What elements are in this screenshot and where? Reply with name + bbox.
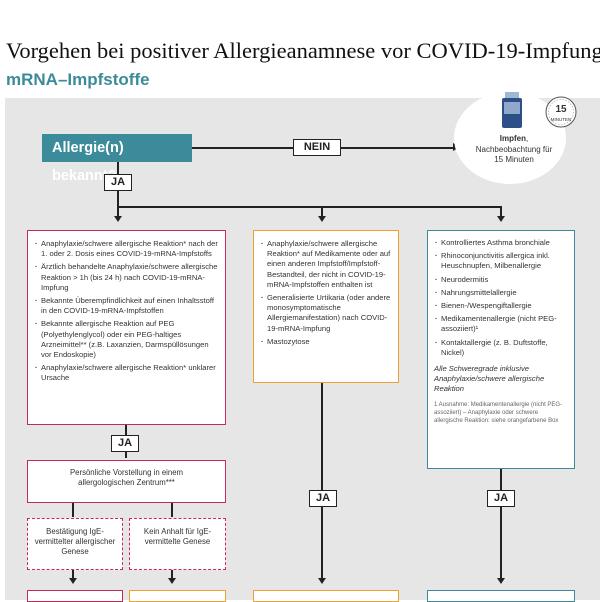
referral-split-right bbox=[171, 503, 173, 517]
question-box: Allergie(n) bekannt? bbox=[42, 134, 192, 184]
vaccination-bold: Impfen bbox=[499, 134, 526, 143]
no-evidence-box: Kein Anhalt für IgE-vermittelte Genese bbox=[129, 518, 226, 570]
referral-split-left bbox=[72, 503, 74, 517]
red-criterion: Anaphylaxie/schwere allergische Reaktion… bbox=[35, 239, 219, 259]
branch-middle bbox=[321, 206, 323, 216]
orange-criteria-list: Anaphylaxie/schwere allergische Reaktion… bbox=[260, 239, 392, 347]
no-evidence-down-arrow bbox=[168, 578, 176, 584]
orange-connector-1 bbox=[321, 383, 323, 490]
ja-label-top: JA bbox=[104, 174, 132, 191]
confirm-down-arrow bbox=[69, 578, 77, 584]
bottom-red-box bbox=[27, 590, 123, 602]
orange-criteria-box: Anaphylaxie/schwere allergische Reaktion… bbox=[253, 230, 399, 383]
no-evidence-text: Kein Anhalt für IgE-vermittelte Genese bbox=[143, 527, 212, 547]
confirm-text: Bestätigung IgE-vermittelter allergische… bbox=[34, 527, 116, 557]
red-criterion: Anaphylaxie/schwere allergische Reaktion… bbox=[35, 363, 219, 383]
branch-horizontal bbox=[117, 206, 501, 208]
teal-criterion: Kontaktallergie (z. B. Duftstoffe, Nicke… bbox=[435, 338, 568, 358]
teal-connector-1 bbox=[500, 469, 502, 490]
vaccine-vial-icon bbox=[502, 92, 522, 128]
teal-down-arrow bbox=[497, 578, 505, 584]
teal-connector-2 bbox=[500, 507, 502, 578]
teal-criteria-list: Kontrolliertes Asthma bronchiale Rhinoco… bbox=[434, 238, 568, 358]
vaccination-text: Impfen, Nachbeobachtung für 15 Minuten bbox=[474, 134, 554, 166]
arrow-to-teal-box bbox=[497, 216, 505, 222]
bottom-orange-box-2 bbox=[253, 590, 399, 602]
confirm-down-line bbox=[72, 570, 74, 578]
arrow-to-red-box bbox=[114, 216, 122, 222]
red-criterion: Ärztlich behandelte Anaphylaxie/schwere … bbox=[35, 262, 219, 293]
page-subtitle: mRNA–Impfstoffe bbox=[6, 70, 150, 89]
timer-icon bbox=[545, 96, 577, 128]
orange-criterion: Generalisierte Urtikaria (oder andere mo… bbox=[261, 293, 392, 334]
teal-criterion: Rhinoconjunctivitis allergica inkl. Heus… bbox=[435, 251, 568, 271]
red-criterion: Bekannte Überempfindlichkeit auf einen I… bbox=[35, 296, 219, 316]
vaccination-rest: , Nachbeobachtung für 15 Minuten bbox=[475, 134, 553, 164]
referral-box: Persönliche Vorstellung in einem allergo… bbox=[27, 460, 226, 503]
orange-down-arrow bbox=[318, 578, 326, 584]
ja-connector-top bbox=[117, 162, 119, 174]
branch-left bbox=[117, 206, 119, 216]
nein-label: NEIN bbox=[293, 139, 341, 156]
branch-right bbox=[500, 206, 502, 216]
timer-number: 15 bbox=[555, 104, 567, 115]
teal-criterion: Medikamentenallergie (nicht PEG-assoziie… bbox=[435, 314, 568, 334]
ja-label-orange: JA bbox=[309, 490, 337, 507]
red-connector-2 bbox=[125, 452, 127, 458]
timer-unit: MINUTEN bbox=[550, 117, 572, 122]
bottom-orange-box-1 bbox=[129, 590, 226, 602]
bottom-teal-box bbox=[427, 590, 575, 602]
teal-criterion: Bienen-/Wespengiftallergie bbox=[435, 301, 568, 311]
teal-criterion: Nahrungsmittelallergie bbox=[435, 288, 568, 298]
orange-connector-2 bbox=[321, 507, 323, 578]
ja-label-red: JA bbox=[111, 435, 139, 452]
teal-criterion: Kontrolliertes Asthma bronchiale bbox=[435, 238, 568, 248]
red-connector-1 bbox=[125, 425, 127, 435]
teal-footnote: 1 Ausnahme: Medikamentenallergie (nicht … bbox=[434, 401, 563, 424]
ja-label-teal: JA bbox=[487, 490, 515, 507]
teal-criterion: Neurodermitis bbox=[435, 275, 568, 285]
red-criteria-list: Anaphylaxie/schwere allergische Reaktion… bbox=[34, 239, 219, 384]
red-criterion: Bekannte allergische Reaktion auf PEG (P… bbox=[35, 319, 219, 360]
ja-connector-down bbox=[117, 191, 119, 206]
teal-note: Alle Schweregrade inklusive Anaphylaxie/… bbox=[434, 364, 545, 394]
orange-criterion: Mastozytose bbox=[261, 337, 392, 347]
teal-criteria-box: Kontrolliertes Asthma bronchiale Rhinoco… bbox=[427, 230, 575, 469]
red-criteria-box: Anaphylaxie/schwere allergische Reaktion… bbox=[27, 230, 226, 425]
question-text: Allergie(n) bekannt? bbox=[52, 140, 124, 184]
page-title: Vorgehen bei positiver Allergieanamnese … bbox=[6, 38, 600, 63]
orange-criterion: Anaphylaxie/schwere allergische Reaktion… bbox=[261, 239, 392, 290]
confirm-box: Bestätigung IgE-vermittelter allergische… bbox=[27, 518, 123, 570]
no-evidence-down-line bbox=[171, 570, 173, 578]
referral-text: Persönliche Vorstellung in einem allergo… bbox=[69, 468, 184, 488]
arrow-to-orange-box bbox=[318, 216, 326, 222]
